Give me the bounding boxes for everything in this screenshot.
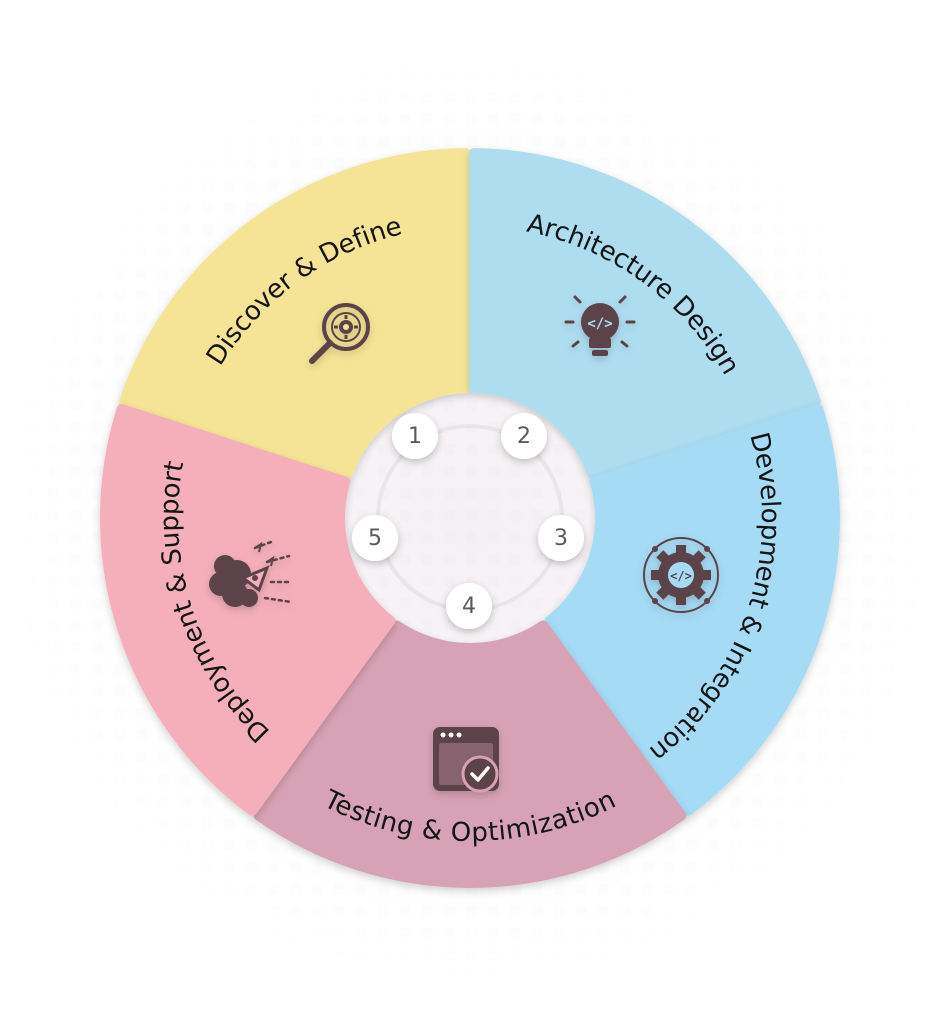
- code-gear-icon: </>: [643, 537, 719, 613]
- segment-deployment-support: [100, 404, 396, 816]
- step-number-1: 1: [392, 413, 438, 459]
- segment-architecture-design: [468, 148, 821, 480]
- step-bubble: [501, 413, 547, 459]
- step-number-text: 4: [462, 594, 476, 619]
- segment-discover-define: [119, 148, 472, 480]
- cloud-rocket-icon: [209, 540, 293, 607]
- search-gear-icon: [309, 303, 370, 364]
- svg-text:</>: </>: [587, 316, 612, 332]
- svg-text:</>: </>: [670, 569, 692, 583]
- step-bubble: [446, 583, 492, 629]
- code-lightbulb-icon: </>: [564, 295, 636, 356]
- step-number-text: 3: [554, 526, 568, 551]
- icon-group: </>: [209, 295, 719, 793]
- browser-check-icon: [433, 727, 499, 793]
- step-bubble: [392, 413, 438, 459]
- step-number-4: 4: [446, 583, 492, 629]
- step-number-text: 2: [517, 424, 531, 449]
- step-bubble: [538, 515, 584, 561]
- step-number-3: 3: [538, 515, 584, 561]
- segment-group: [100, 148, 840, 888]
- step-number-text: 1: [408, 424, 422, 449]
- step-number-2: 2: [501, 413, 547, 459]
- step-number-text: 5: [368, 526, 382, 551]
- step-bubble: [352, 515, 398, 561]
- number-group: 1 2 3 4 5: [352, 413, 584, 629]
- step-number-5: 5: [352, 515, 398, 561]
